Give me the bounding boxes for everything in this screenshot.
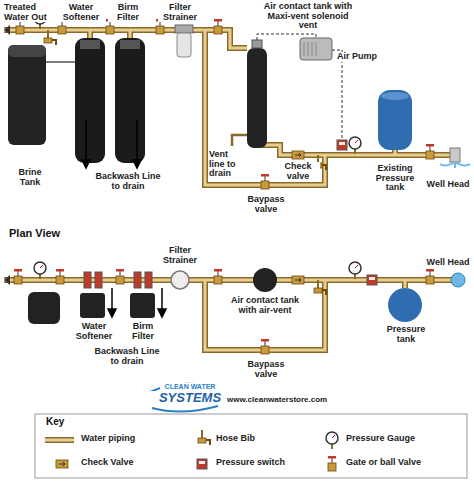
part-label: SYSTEMS — [150, 391, 230, 405]
part-label: Air contact tank with air-vent — [226, 296, 304, 315]
pipe-network — [4, 25, 452, 185]
part-label: Well Head — [425, 258, 471, 268]
part-label: Brine Tank — [8, 168, 52, 187]
key-box — [35, 414, 467, 478]
part-label: Water Softener — [58, 3, 104, 22]
brine-tank — [8, 45, 75, 145]
plan-equipment — [28, 268, 465, 324]
part-label: Birm Filter — [124, 322, 162, 341]
part-label: Air Pump — [336, 52, 382, 62]
legend-text: Hose Bib — [215, 434, 256, 444]
part-label: Baypass valve — [236, 360, 296, 379]
part-label: Air contact tank with Maxi-vent solenoid… — [262, 2, 354, 31]
pressure-tank — [378, 90, 412, 150]
legend-text: Gate or ball Valve — [345, 458, 422, 468]
part-label: Well Head — [425, 180, 471, 190]
plan-pipes — [4, 275, 452, 350]
part-label: Pressure tank — [376, 325, 436, 344]
part-label: Filter Strainer — [156, 246, 204, 265]
part-label: Vent line to drain — [208, 150, 244, 179]
air-pump — [257, 34, 342, 140]
legend-text: Pressure switch — [215, 458, 286, 468]
plan-valves — [14, 262, 434, 354]
part-label: Key — [45, 417, 85, 428]
part-label: Baypass valve — [236, 195, 296, 214]
part-label: Plan View — [8, 228, 88, 240]
backwash-arrow — [82, 120, 141, 168]
part-label: Filter Strainer — [158, 3, 202, 22]
part-label: Backwash Line to drain — [92, 172, 164, 191]
legend-text: Check Valve — [80, 458, 135, 468]
air-contact-tank — [247, 40, 267, 148]
filter-strainer — [175, 25, 193, 57]
part-label: Treated Water Out — [3, 3, 57, 22]
part-label: Backwash Line to drain — [90, 347, 164, 366]
part-label: Water Softener — [72, 322, 116, 341]
legend-text: Water piping — [80, 434, 136, 444]
legend-text: Pressure Gauge — [345, 434, 416, 444]
softener-tank — [75, 38, 145, 163]
part-label: www.cleanwaterstore.com — [226, 396, 346, 405]
well-head — [440, 148, 470, 168]
part-label: Birm Filter — [108, 3, 148, 22]
part-label: Check valve — [276, 162, 320, 181]
part-label: CLEAN WATER — [160, 383, 220, 391]
part-label: Existing Pressure tank — [366, 164, 424, 193]
valves — [16, 12, 434, 189]
